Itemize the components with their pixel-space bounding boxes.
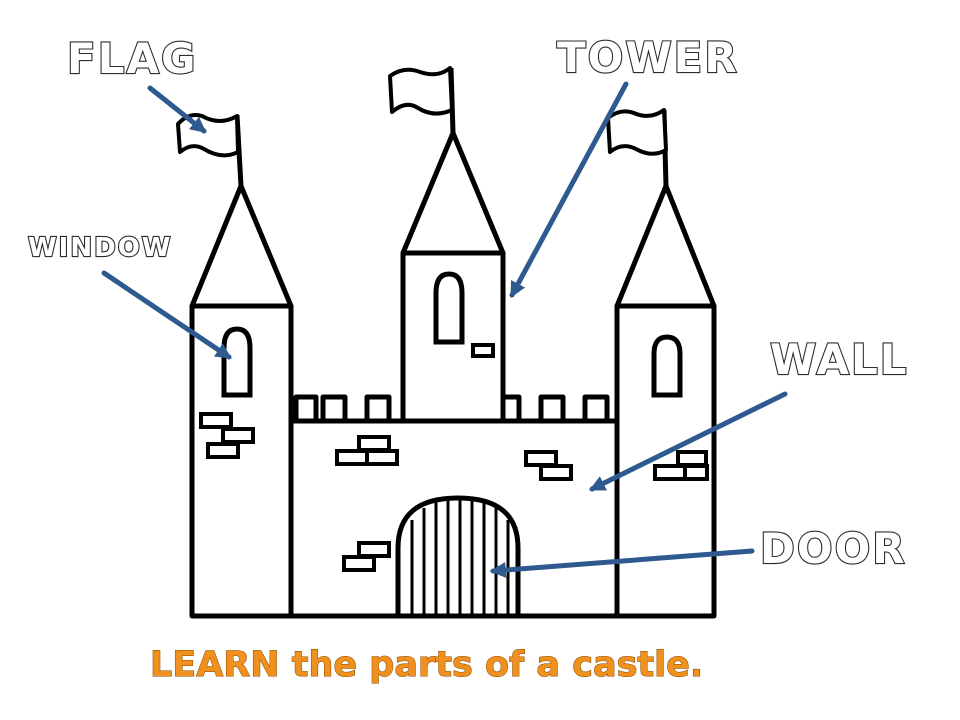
window-left [221,326,253,398]
left-tower-roof [189,183,294,309]
bricks [199,343,709,572]
window-right [651,334,683,398]
arrow-wall [589,391,788,492]
door-planks [410,498,510,616]
caption: LEARN the parts of a castle. [150,645,703,685]
arrow-tower [509,81,629,298]
window-middle [433,271,465,345]
flag-middle [388,66,454,116]
label-flag: FLAG [67,34,197,83]
label-window: WINDOW [28,233,172,263]
label-tower: TOWER [557,33,739,82]
flag-right [606,108,668,156]
label-wall: WALL [770,335,908,384]
middle-tower-roof [400,130,506,256]
label-door: DOOR [760,524,907,573]
arrow-window [101,270,232,360]
castle-door [395,495,521,619]
right-tower-roof [614,183,717,309]
flag-left [176,113,240,158]
arrow-flag [147,85,207,134]
arrow-door [489,548,755,578]
